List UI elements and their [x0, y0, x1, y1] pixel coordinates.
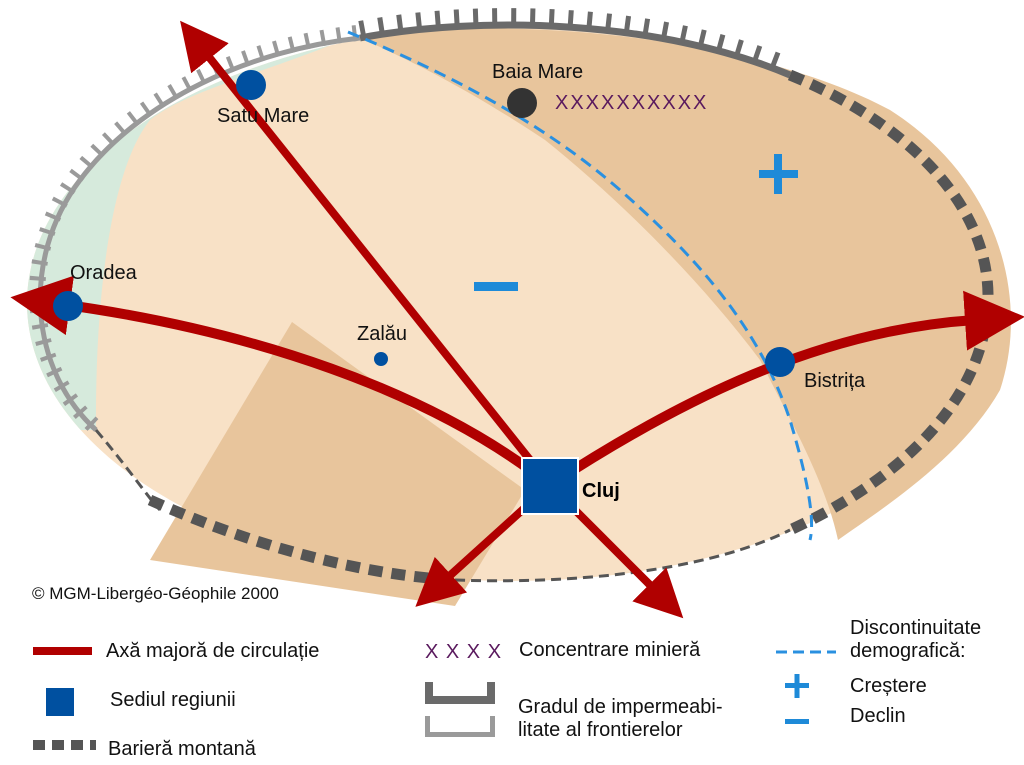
east-tan-zone — [360, 28, 1011, 540]
decline-minus-icon — [474, 282, 518, 291]
baia-mare-marker — [507, 88, 537, 118]
demographic-discontinuity-line — [347, 30, 814, 541]
cluj-regional-seat — [521, 457, 579, 515]
legend-seat-square-icon — [46, 688, 74, 716]
legend-decline-label: Declin — [850, 705, 906, 727]
legend-growth-label: Creștere — [850, 675, 927, 697]
frontier-ticks-dark — [358, 8, 794, 76]
legend-discontinuity-label-1: Discontinuitate — [850, 617, 982, 639]
legend-axis-label: Axă majoră de circulație — [106, 640, 320, 662]
frontier-ticks-light — [29, 25, 358, 431]
legend-discontinuity-label-2: demografică: — [850, 640, 966, 662]
label-satu-mare: Satu Mare — [217, 105, 309, 127]
legend-mining-label: Concentrare minieră — [519, 639, 701, 661]
growth-plus-icon — [759, 154, 798, 194]
legend-frontier-label-1: Gradul de impermeabi- — [518, 696, 723, 718]
legend-decline-minus-icon — [785, 719, 809, 724]
mining-concentration-marks: XXXXXXXXXX — [555, 92, 708, 114]
axis-cluj-oradea — [10, 275, 554, 489]
legend-frontier-dark-icon — [425, 682, 495, 704]
label-cluj: Cluj — [582, 480, 620, 502]
axis-cluj-bistrita — [547, 290, 1024, 490]
legend-seat-label: Sediul regiunii — [110, 689, 236, 711]
oradea-marker — [53, 291, 83, 321]
copyright-notice: © MGM-Libergéo-Géophile 2000 — [32, 584, 279, 603]
internal-border-south — [94, 429, 162, 512]
label-baia-mare: Baia Mare — [492, 61, 583, 83]
legend-barrier-label: Barieră montană — [108, 738, 256, 760]
bistrita-marker — [765, 347, 795, 377]
zalau-marker — [374, 352, 388, 366]
label-bistrita: Bistrița — [804, 370, 866, 392]
satu-mare-marker — [236, 70, 266, 100]
legend-growth-plus-icon — [785, 674, 809, 698]
label-zalau: Zalău — [357, 323, 407, 345]
legend-frontier-light-icon — [425, 716, 495, 737]
label-oradea: Oradea — [70, 262, 138, 284]
legend-mining-symbol: X X X X — [425, 641, 503, 663]
axis-cluj-satumare — [180, 20, 554, 488]
legend-frontier-label-2: litate al frontierelor — [518, 719, 683, 741]
